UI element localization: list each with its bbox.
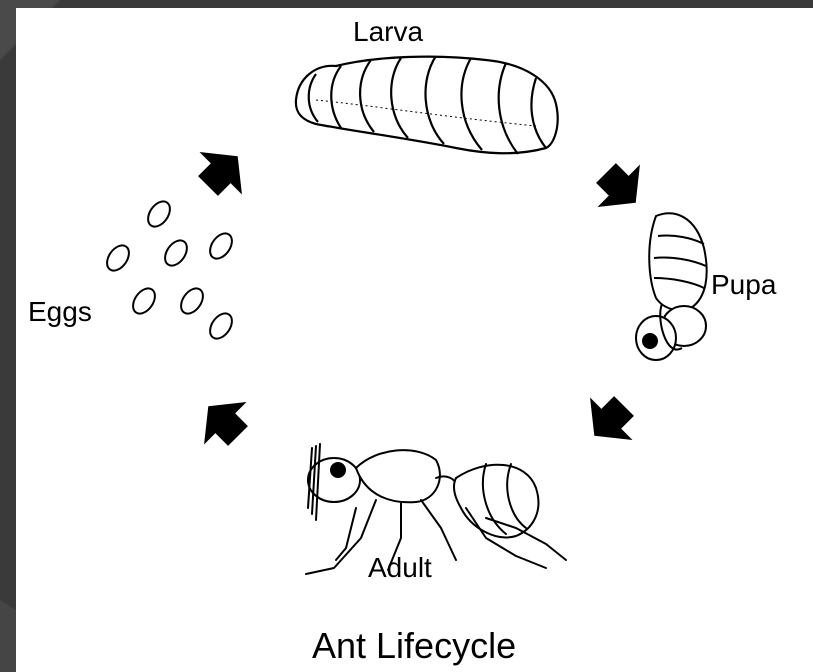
pupa-label: Pupa (711, 271, 776, 299)
cycle-arrows (187, 135, 657, 457)
arrow-pupa-to-adult-icon (573, 385, 645, 457)
egg (129, 284, 160, 317)
larva-illustration (296, 56, 558, 154)
adult-ant-illustration (306, 444, 566, 574)
egg (206, 309, 237, 342)
arrow-larva-to-pupa-icon (585, 152, 657, 224)
egg (144, 197, 175, 230)
egg (177, 284, 208, 317)
eggs-label: Eggs (28, 298, 92, 326)
egg (161, 236, 192, 269)
pupa-illustration (636, 213, 707, 360)
diagram-card: Larva Pupa Eggs Adult Ant Lifecycle (16, 8, 813, 672)
arrow-adult-to-eggs-icon (187, 385, 259, 457)
egg (206, 229, 237, 262)
egg (103, 241, 134, 274)
arrow-eggs-to-larva-icon (187, 135, 259, 207)
diagram-caption: Ant Lifecycle (312, 628, 516, 664)
larva-label: Larva (353, 18, 423, 46)
eggs-illustration (103, 197, 237, 342)
adult-label: Adult (368, 554, 432, 582)
